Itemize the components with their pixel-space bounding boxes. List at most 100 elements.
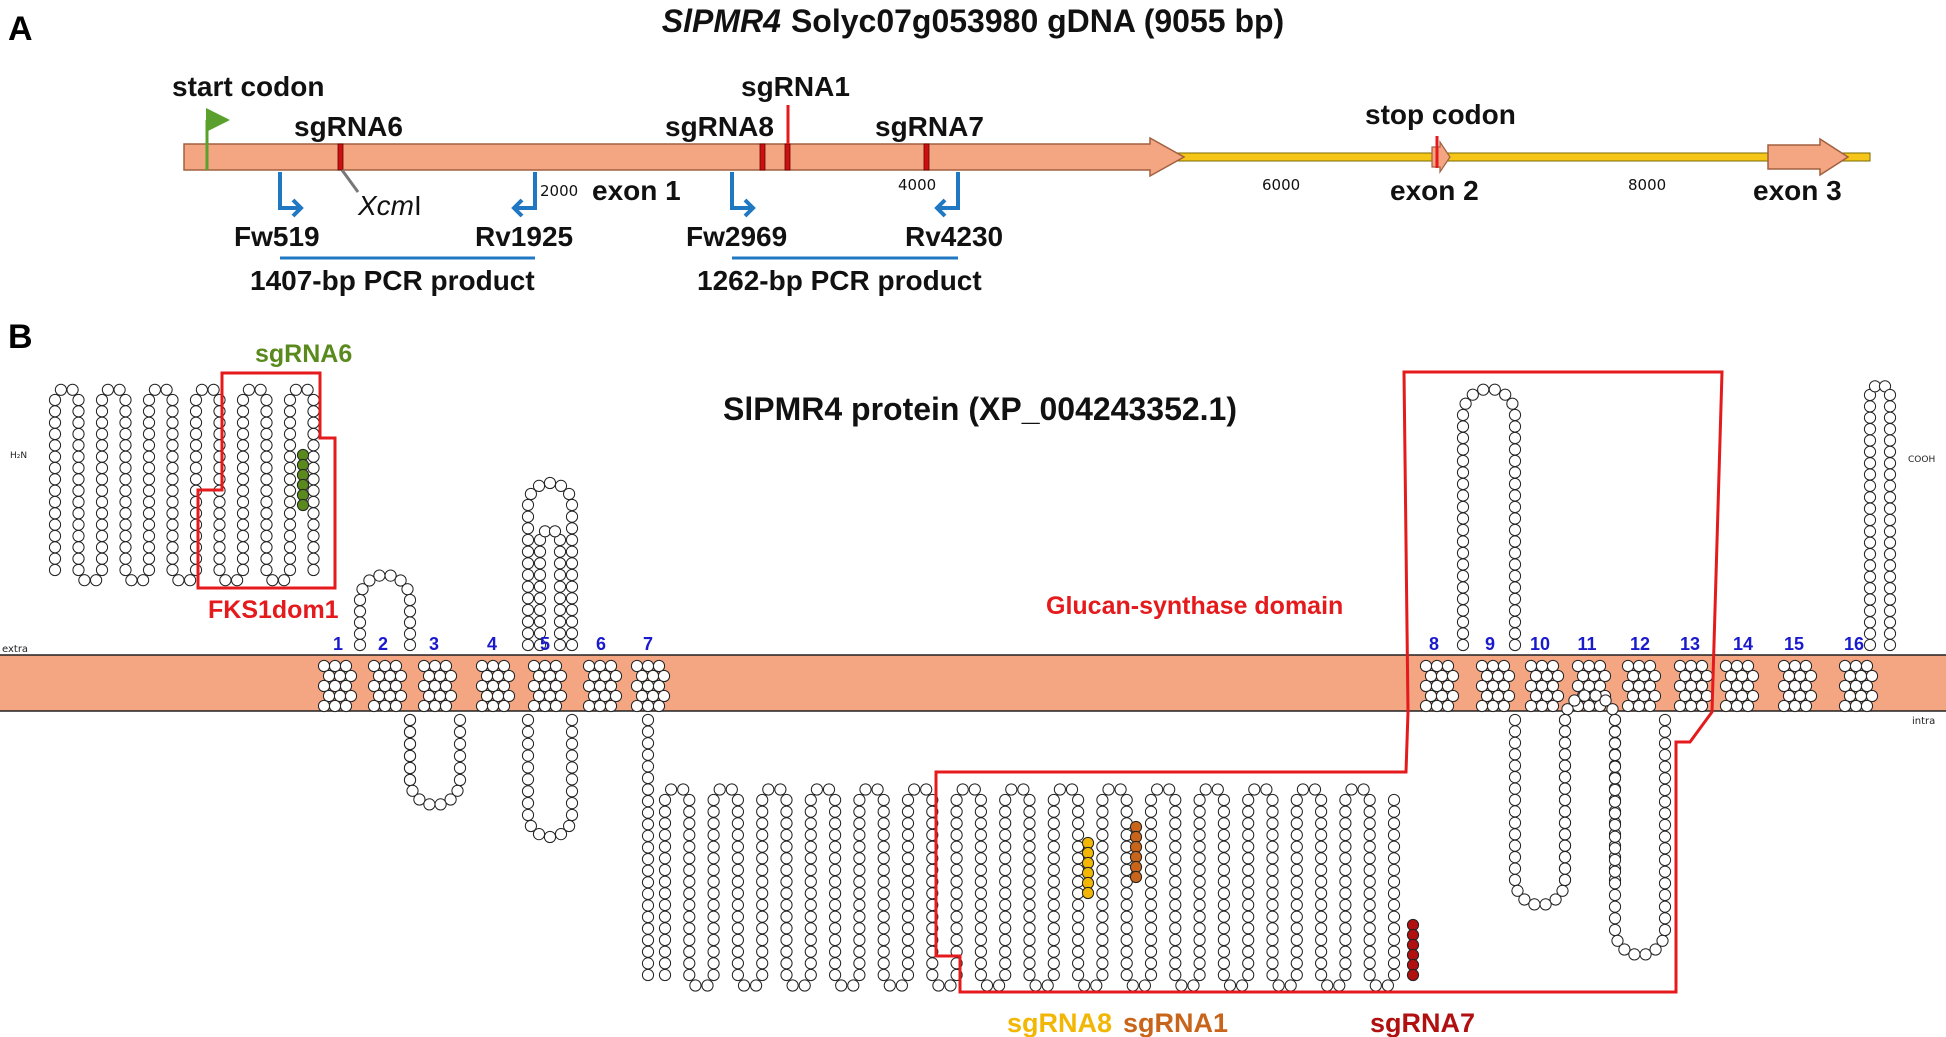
- residue: [1193, 945, 1206, 958]
- residue: [1639, 948, 1652, 961]
- residue: [1047, 922, 1060, 935]
- residue: [731, 828, 745, 842]
- residue: [1608, 772, 1622, 785]
- residue: [1546, 679, 1560, 693]
- panel-b-title: SlPMR4 protein (XP_004243352.1): [723, 391, 1237, 427]
- panel-b-letter: B: [8, 318, 33, 356]
- residue: [166, 529, 179, 543]
- residue: [236, 473, 250, 486]
- residue: [974, 968, 988, 982]
- residue: [1466, 388, 1479, 401]
- residue: [683, 817, 696, 830]
- residue: [1804, 669, 1818, 683]
- residue: [72, 416, 85, 429]
- residue: [1788, 699, 1802, 713]
- residue: [1363, 793, 1376, 807]
- residue: [119, 427, 132, 441]
- residue: [1217, 793, 1231, 807]
- residue: [403, 616, 417, 629]
- residue: [1608, 923, 1622, 937]
- residue: [1883, 388, 1897, 402]
- residue: [1863, 559, 1877, 572]
- residue: [307, 439, 320, 452]
- residue: [1883, 434, 1897, 447]
- residue: [307, 495, 320, 509]
- residue: [1169, 828, 1182, 842]
- residue: [283, 552, 297, 565]
- residue: [283, 563, 297, 577]
- residue: [1456, 592, 1470, 606]
- residue: [453, 761, 467, 775]
- residue: [641, 806, 655, 819]
- residue: [1558, 793, 1572, 807]
- residue: [1023, 840, 1036, 853]
- residue: [1242, 922, 1255, 935]
- residue: [804, 910, 817, 923]
- residue: [1193, 887, 1206, 900]
- residue: [538, 679, 552, 693]
- residue: [877, 933, 890, 947]
- residue: [609, 689, 623, 703]
- residue: [1643, 659, 1657, 673]
- residue: [1096, 910, 1109, 923]
- residue: [1120, 793, 1133, 807]
- residue: [1120, 887, 1133, 900]
- residue: [353, 627, 367, 640]
- residue: [944, 979, 957, 992]
- residue: [658, 910, 672, 923]
- residue: [641, 760, 655, 773]
- residue: [877, 828, 890, 842]
- residue: [1223, 979, 1237, 992]
- residue: [72, 495, 85, 509]
- residue: [1363, 933, 1376, 947]
- residue: [1047, 817, 1060, 830]
- residue: [189, 563, 203, 577]
- residue: [1363, 817, 1376, 830]
- residue: [1023, 933, 1036, 947]
- residue: [1387, 910, 1401, 923]
- residue: [1096, 875, 1109, 888]
- residue: [1217, 863, 1231, 877]
- residue: [1120, 957, 1133, 970]
- residue: [1363, 828, 1376, 842]
- residue: [1290, 828, 1303, 842]
- residue: [804, 933, 817, 947]
- residue: [1637, 669, 1651, 683]
- residue: [1144, 898, 1158, 912]
- residue: [72, 484, 85, 497]
- residue: [527, 679, 541, 693]
- residue: [1863, 434, 1877, 447]
- residue: [1508, 793, 1522, 807]
- residue: [1456, 443, 1470, 456]
- residue: [1023, 887, 1036, 900]
- residue: [563, 819, 576, 833]
- residue: [950, 933, 963, 947]
- residue: [641, 864, 655, 877]
- residue: [1005, 783, 1018, 796]
- residue: [1023, 898, 1036, 912]
- rv4230-label: Rv4230: [905, 221, 1003, 252]
- residue: [974, 805, 988, 818]
- residue: [853, 875, 866, 888]
- residue: [1508, 523, 1522, 537]
- residue: [829, 863, 842, 877]
- residue: [1684, 699, 1698, 713]
- residue: [1508, 431, 1522, 445]
- residue: [1508, 713, 1522, 727]
- residue: [1339, 828, 1352, 842]
- residue: [72, 450, 85, 463]
- residue: [236, 450, 250, 463]
- residue: [1193, 957, 1206, 970]
- residue: [1090, 979, 1103, 992]
- exon2-label: exon 2: [1390, 175, 1479, 206]
- tm-number-10: 10: [1530, 634, 1550, 654]
- residue: [48, 473, 62, 486]
- residue: [1387, 957, 1401, 970]
- residue: [1047, 898, 1060, 912]
- residue: [1144, 840, 1158, 853]
- residue: [1169, 898, 1182, 912]
- residue: [1658, 865, 1672, 878]
- residue: [189, 450, 203, 463]
- residue: [1169, 793, 1182, 807]
- residue: [1193, 910, 1206, 923]
